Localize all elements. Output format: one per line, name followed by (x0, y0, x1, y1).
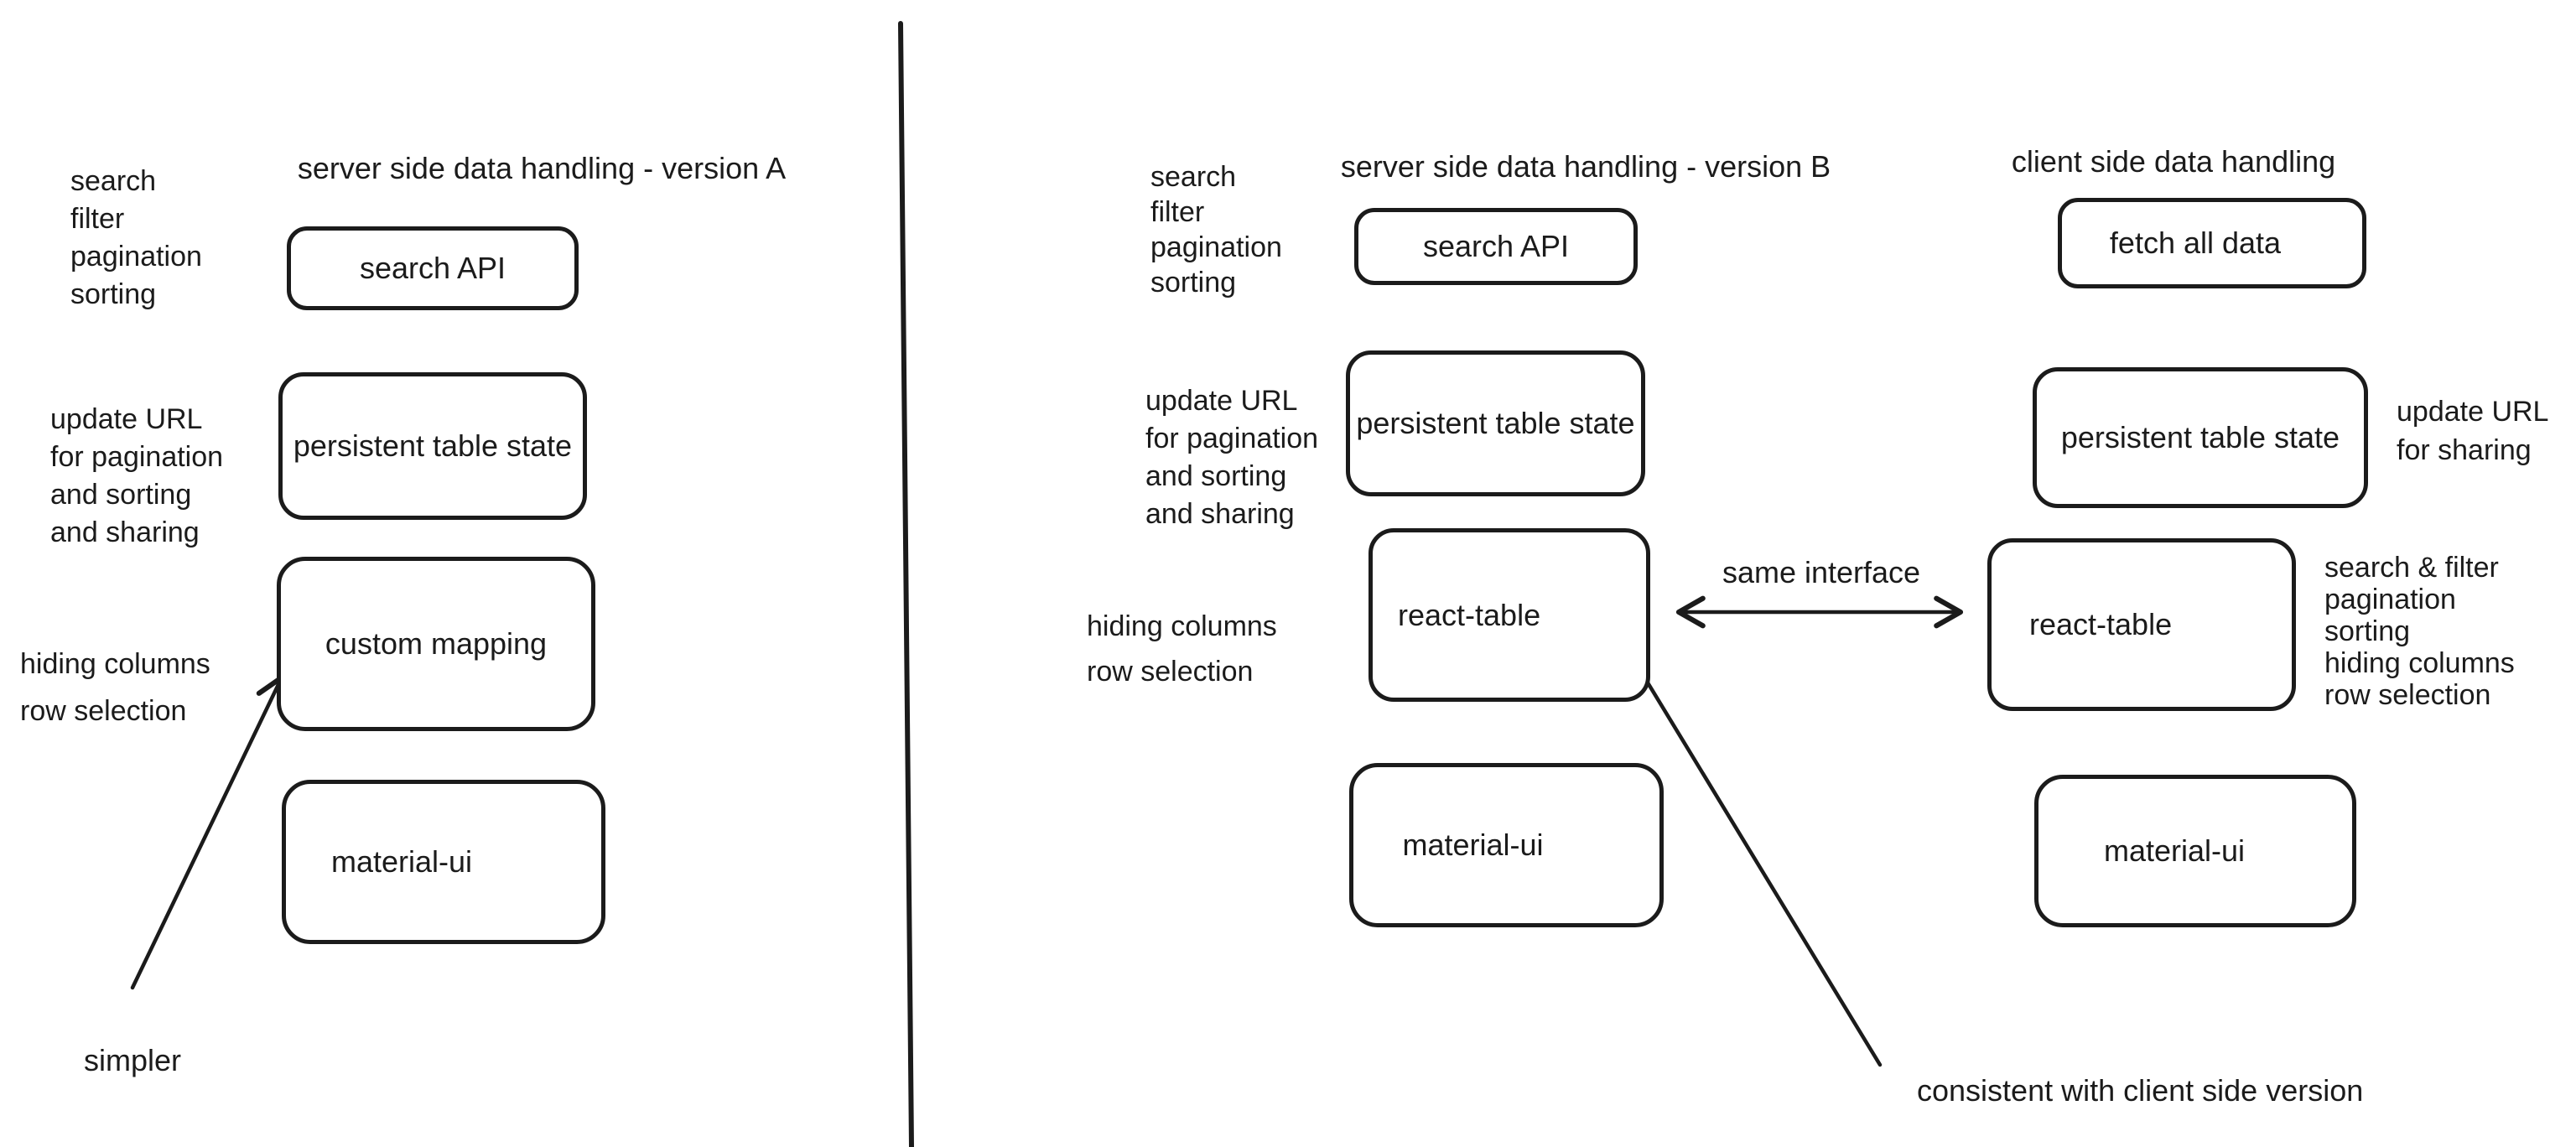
box-label: fetch all data (2109, 226, 2282, 260)
annotation-line: search (70, 165, 157, 197)
box-react-table-c: react-table (1987, 538, 2296, 711)
annotation-line: sorting (2324, 615, 2411, 647)
box-react-table-b: react-table (1368, 528, 1650, 702)
table-features-annotation-b: hiding columns row selection (1087, 604, 1277, 694)
annotation-line: row selection (2324, 679, 2491, 711)
annotation-line: hiding columns (20, 648, 210, 680)
annotation-line: sorting (70, 278, 157, 310)
box-label: custom mapping (325, 626, 548, 661)
url-annotation-b: update URL for pagination and sorting an… (1145, 382, 1318, 533)
url-annotation-a: update URL for pagination and sorting an… (50, 401, 223, 552)
box-label: search API (1422, 229, 1570, 263)
box-label: persistent table state (293, 428, 573, 463)
annotation-line: hiding columns (2324, 647, 2515, 679)
annotation-line: pagination (2324, 584, 2456, 615)
box-fetch-all-data: fetch all data (2058, 198, 2366, 288)
annotation-line: update URL (2397, 396, 2549, 428)
section-title-client-side: client side data handling (2011, 144, 2336, 179)
annotation-line: and sharing (50, 516, 200, 548)
annotation-line: and sharing (1145, 498, 1295, 530)
annotation-line: row selection (20, 695, 187, 727)
box-persistent-table-state-a: persistent table state (278, 372, 587, 520)
annotation-line: and sorting (50, 479, 192, 511)
annotation-line: filter (1150, 196, 1205, 228)
section-divider-line (898, 21, 914, 1147)
url-annotation-c: update URL for sharing (2397, 392, 2548, 470)
annotation-line: pagination (1150, 231, 1282, 263)
box-material-ui-c: material-ui (2034, 775, 2356, 927)
annotation-line: pagination (70, 241, 202, 272)
consistent-note: consistent with client side version (1917, 1073, 2364, 1108)
box-persistent-table-state-b: persistent table state (1346, 350, 1645, 496)
annotation-line: search (1150, 161, 1237, 193)
features-annotation-b: search filter pagination sorting (1150, 159, 1282, 300)
annotation-line: row selection (1087, 656, 1254, 688)
table-features-annotation-a: hiding columns row selection (20, 641, 210, 734)
annotation-line: search & filter (2324, 552, 2499, 584)
box-label: react-table (1398, 597, 1541, 632)
same-interface-label: same interface (1722, 555, 1921, 589)
simpler-note: simpler (84, 1043, 182, 1077)
annotation-line: update URL (1145, 385, 1298, 417)
box-label: persistent table state (1356, 406, 1635, 440)
box-custom-mapping: custom mapping (277, 557, 595, 731)
box-label: material-ui (330, 844, 473, 879)
box-label: material-ui (1402, 828, 1544, 862)
box-label: search API (359, 251, 506, 285)
box-persistent-table-state-c: persistent table state (2033, 367, 2368, 508)
annotation-line: for pagination (1145, 423, 1319, 454)
box-label: react-table (2029, 607, 2173, 641)
box-label: material-ui (2103, 833, 2246, 868)
annotation-line: and sorting (1145, 460, 1287, 492)
features-annotation-a: search filter pagination sorting (70, 163, 202, 314)
features-annotation-c: search & filter pagination sorting hidin… (2324, 552, 2515, 711)
box-search-api-a: search API (287, 226, 579, 310)
box-search-api-b: search API (1354, 208, 1638, 285)
annotation-line: filter (70, 203, 125, 235)
annotation-line: sorting (1150, 267, 1237, 298)
annotation-line: for pagination (50, 441, 224, 473)
annotation-line: update URL (50, 403, 203, 435)
annotation-line: hiding columns (1087, 610, 1277, 642)
box-material-ui-b: material-ui (1349, 763, 1664, 927)
section-title-version-b: server side data handling - version B (1340, 149, 1831, 184)
section-title-version-a: server side data handling - version A (297, 151, 787, 185)
annotation-line: for sharing (2397, 434, 2532, 466)
box-material-ui-a: material-ui (282, 780, 605, 944)
box-label: persistent table state (2060, 420, 2340, 454)
